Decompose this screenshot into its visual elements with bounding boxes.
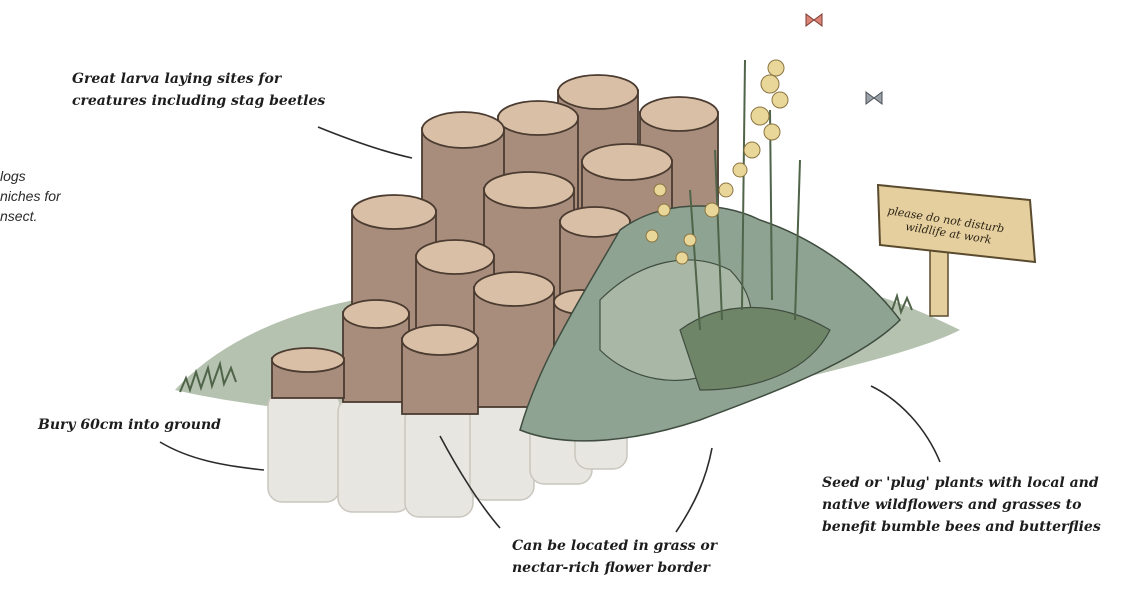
leader-larva	[318, 127, 412, 158]
leader-located-2	[676, 448, 712, 532]
butterfly-icon	[866, 92, 882, 104]
leader-bury	[160, 442, 264, 470]
label-bury-depth: Bury 60cm into ground	[38, 414, 221, 436]
label-log-niches: logs niches for nsect.	[0, 166, 61, 226]
leader-seed	[871, 386, 940, 462]
label-seed-plants: Seed or 'plug' plants with local and nat…	[822, 472, 1101, 538]
label-location: Can be located in grass or nectar-rich f…	[512, 535, 717, 579]
wildlife-sign: please do not disturb wildlife at work	[878, 185, 1035, 316]
label-larva-sites: Great larva laying sites for creatures i…	[72, 68, 325, 112]
butterfly-icon	[806, 14, 822, 26]
